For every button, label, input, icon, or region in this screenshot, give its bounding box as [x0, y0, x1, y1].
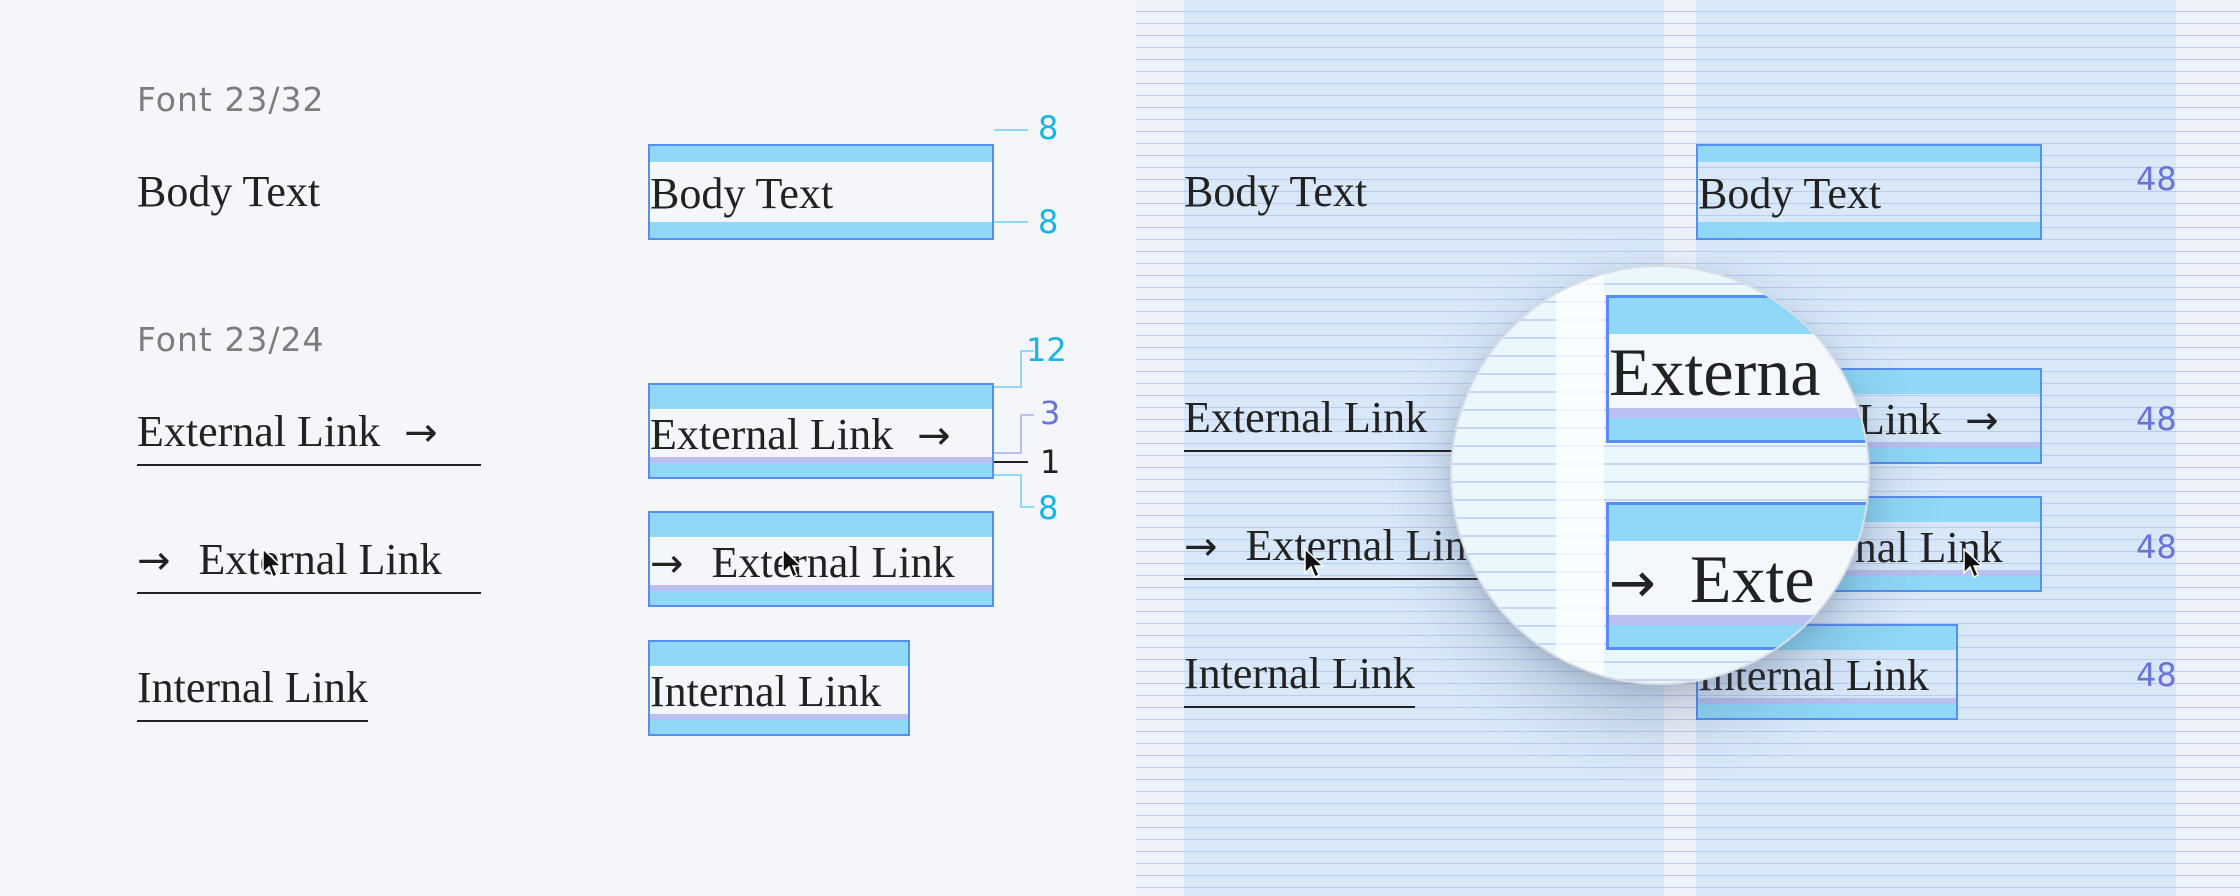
specimen-label: Body Text	[650, 169, 834, 218]
mouse-cursor-icon	[1304, 548, 1325, 579]
leader-line	[1020, 414, 1022, 454]
bottom-padding-band	[650, 591, 992, 605]
mouse-cursor-icon	[782, 548, 803, 579]
top-padding-band	[650, 513, 992, 537]
body-text-specimen: Body Text	[648, 144, 994, 240]
leader-line	[994, 221, 1028, 223]
arrow-right-icon: →	[137, 538, 171, 584]
caption-font-23-24: Font 23/24	[137, 320, 325, 359]
row-height-value: 48	[2136, 656, 2177, 694]
leader-line	[994, 461, 1028, 463]
underline-gap-band	[650, 457, 992, 463]
mouse-cursor-icon	[262, 548, 283, 579]
leader-line	[994, 452, 1022, 454]
internal-link-specimen: Internal Link	[648, 640, 910, 736]
arrow-right-icon: →	[917, 413, 951, 459]
external-link-leading-arrow-specimen: →External Link	[648, 511, 994, 607]
magnifier-lens: Externa →Exte	[1450, 265, 1870, 685]
arrow-right-icon: →	[1184, 524, 1218, 570]
external-link-label: External Link	[198, 535, 442, 584]
external-link-label: External Link	[137, 407, 381, 456]
body-bottom-padding-value: 8	[1038, 203, 1059, 241]
bottom-padding-band	[650, 222, 992, 238]
leader-line	[1020, 474, 1022, 508]
internal-link-plain[interactable]: Internal Link	[137, 666, 368, 722]
zoomed-external-specimen: Externa	[1606, 295, 1868, 443]
top-padding-band	[650, 642, 908, 666]
top-padding-band	[650, 146, 992, 162]
body-text-plain: Body Text	[137, 167, 321, 216]
body-top-padding-value: 8	[1038, 109, 1059, 147]
bottom-padding-band	[650, 463, 992, 477]
top-padding-band	[650, 385, 992, 409]
arrow-right-icon: →	[1965, 398, 1999, 444]
grid-external-link[interactable]: External Link	[1184, 396, 1484, 452]
leader-line	[1020, 414, 1034, 416]
underline-gap-band	[650, 714, 908, 720]
arrow-right-icon: →	[650, 541, 684, 587]
row-height-value: 48	[2136, 528, 2177, 566]
mouse-cursor-icon	[1963, 548, 1984, 579]
leader-line	[1020, 506, 1034, 508]
grid-body-specimen: Body Text	[1696, 144, 2042, 240]
leader-line	[1020, 350, 1022, 388]
caption-font-23-32: Font 23/32	[137, 80, 325, 119]
specimen-label: Body Text	[1698, 169, 1882, 218]
specimen-label: External Link→	[650, 410, 951, 459]
grid-internal-link[interactable]: Internal Link	[1184, 652, 1415, 708]
link-bottom-padding-value: 8	[1038, 489, 1059, 527]
external-link-leading-arrow-plain[interactable]: → External Link	[137, 538, 481, 594]
arrow-right-icon: →	[404, 410, 438, 456]
bottom-padding-band	[650, 720, 908, 734]
specimen-label: Internal Link	[650, 667, 881, 716]
link-rule-value: 1	[1040, 443, 1061, 481]
row-height-value: 48	[2136, 160, 2177, 198]
grid-external-link-leading-arrow[interactable]: →External Link	[1184, 524, 1489, 580]
grid-gutter	[1556, 267, 1604, 683]
row-height-value: 48	[2136, 400, 2177, 438]
specimen-label: →External Link	[650, 538, 955, 587]
arrow-right-icon: →	[1609, 551, 1656, 616]
leader-line	[994, 474, 1022, 476]
external-link-specimen: External Link→	[648, 383, 994, 479]
leader-line	[994, 386, 1022, 388]
link-underline-gap-value: 3	[1040, 394, 1061, 432]
external-link-plain[interactable]: External Link →	[137, 410, 481, 466]
grid-body-text: Body Text	[1184, 167, 1368, 216]
underline-gap-band	[650, 585, 992, 591]
zoomed-label: →Exte	[1609, 541, 1815, 617]
leader-line	[994, 129, 1028, 131]
zoomed-label: Externa	[1609, 334, 1821, 410]
zoomed-external-leading-arrow-specimen: →Exte	[1606, 502, 1868, 650]
leader-line	[1020, 350, 1034, 352]
link-top-padding-value: 12	[1026, 331, 1067, 369]
